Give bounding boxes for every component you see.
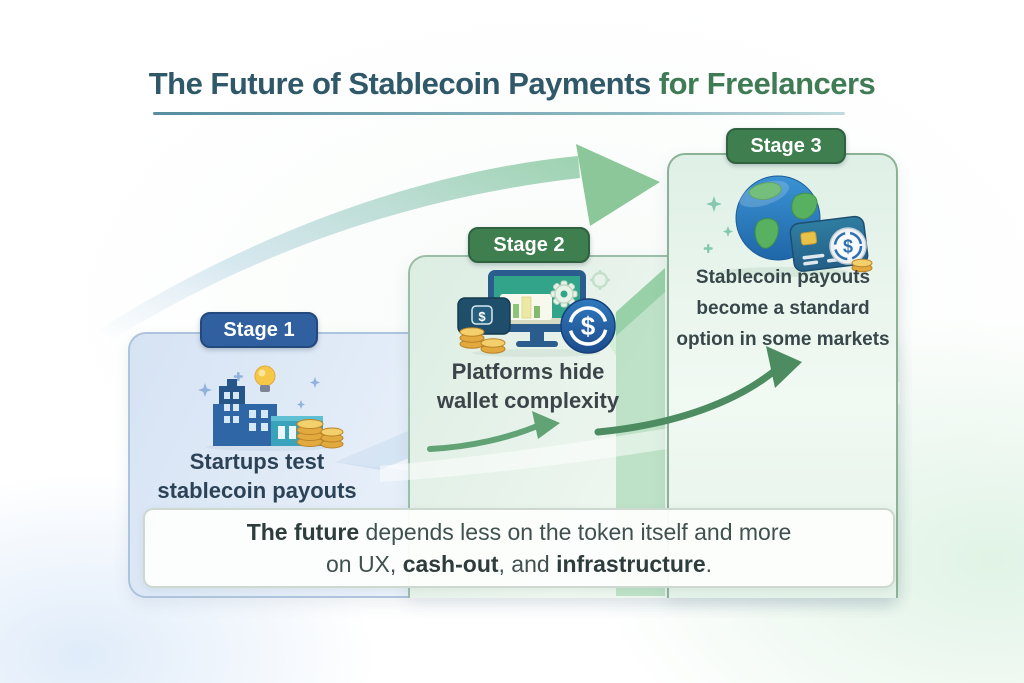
stage1-caption-line1: Startups test [189, 449, 325, 474]
stablecoin-icon: $ [829, 227, 867, 265]
summary-line1-bold: The future [246, 519, 360, 545]
summary-banner: The future depends less on the token its… [143, 508, 895, 588]
stage1-caption: Startups test stablecoin payouts [147, 447, 367, 505]
gear-outline-icon [590, 270, 610, 290]
stage1-badge-label: Stage 1 [223, 318, 295, 341]
stage1-badge: Stage 1 [200, 312, 318, 348]
dollar-glyph: $ [581, 311, 596, 341]
coin-stack-icon [851, 258, 873, 273]
dollar-glyph: $ [478, 309, 486, 324]
title-accent: for Freelancers [650, 66, 876, 101]
summary-line2-bold2: infrastructure [556, 551, 706, 577]
stage2-caption: Platforms hide wallet complexity [418, 357, 638, 415]
stage3-caption-line3: option in some markets [676, 329, 890, 350]
stage2-caption-line2: wallet complexity [436, 388, 620, 413]
summary-line2-mid: , and [498, 551, 557, 577]
monitor-wallet-stablecoin-icon: $ $ [457, 270, 616, 357]
title-main: The Future of Stablecoin Payments [148, 66, 651, 101]
globe-card-stablecoin-icon: $ [703, 175, 873, 277]
stage3-badge: Stage 3 [726, 128, 846, 164]
stage3-badge-label: Stage 3 [750, 134, 822, 157]
stage3-caption: Stablecoin payouts become a standard opt… [670, 262, 896, 355]
sparkles-icon [703, 196, 733, 253]
summary-line2: on UX, cash-out, and infrastructure. [145, 548, 893, 580]
stage1-caption-line2: stablecoin payouts [157, 478, 357, 503]
dollar-glyph: $ [843, 237, 853, 257]
summary-line1: The future depends less on the token its… [145, 516, 893, 548]
summary-line2-pre: on UX, [325, 551, 403, 577]
coin-stack-icon [296, 419, 344, 449]
summary-line2-end: . [705, 551, 713, 577]
stage2-badge-label: Stage 2 [493, 233, 565, 256]
stage3-caption-line1: Stablecoin payouts [695, 267, 871, 288]
summary-line1-rest: depends less on the token itself and mor… [359, 519, 792, 545]
page-title: The Future of Stablecoin Payments for Fr… [0, 66, 1024, 102]
title-underline [153, 112, 845, 115]
stage3-caption-line2: become a standard [696, 298, 870, 319]
stablecoin-icon: $ [560, 298, 616, 354]
summary-line2-bold1: cash-out [402, 551, 499, 577]
buildings-coins-lightbulb-icon [198, 365, 344, 451]
lightbulb-icon [254, 365, 276, 392]
stage2-badge: Stage 2 [468, 227, 590, 263]
stage2-caption-line1: Platforms hide [451, 359, 605, 384]
